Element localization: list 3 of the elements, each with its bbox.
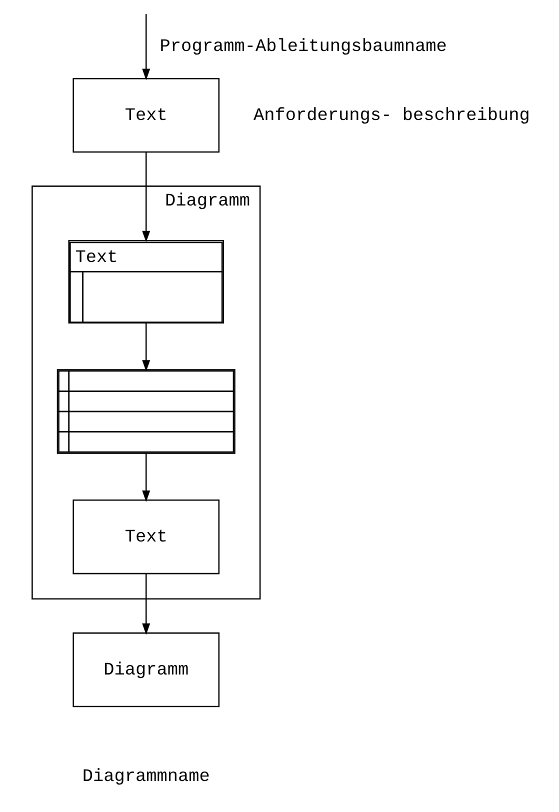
node-label: Diagrammname <box>82 766 210 787</box>
edge-label: Programm-Ableitungsbaumname <box>159 36 446 57</box>
node-label: Anforderungs- beschreibung <box>252 106 530 126</box>
